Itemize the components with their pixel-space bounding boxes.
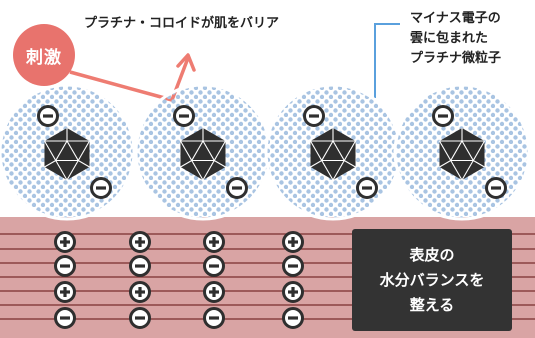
minus-icon [282, 255, 304, 277]
plus-icon [282, 231, 304, 253]
icosahedron-icon [180, 128, 226, 181]
stimulus-label: 刺激 [26, 47, 62, 68]
balance-line-3: 整える [409, 295, 455, 314]
minus-icon [203, 255, 225, 277]
particles [0, 83, 531, 221]
charge-column [54, 231, 76, 329]
plus-icon [129, 231, 151, 253]
icosahedron-icon [310, 128, 356, 181]
minus-icon [90, 177, 112, 199]
cloud-note: マイナス電子の 雲に包まれた プラチナ微粒子 [410, 9, 501, 69]
plus-icon [282, 281, 304, 303]
minus-icon [303, 105, 325, 127]
minus-icon [226, 177, 248, 199]
barrier-caption: プラチナ・コロイドが肌をバリア [84, 16, 280, 31]
minus-icon [54, 255, 76, 277]
balance-callout: 表皮の 水分バランスを 整える [352, 229, 512, 331]
minus-icon [129, 307, 151, 329]
cloud-note-line-1: マイナス電子の [410, 11, 501, 26]
charge-column [129, 231, 151, 329]
cloud-note-line-2: 雲に包まれた [410, 31, 489, 46]
plus-icon [129, 281, 151, 303]
balance-line-1: 表皮の [409, 245, 455, 264]
skin-charges [54, 231, 304, 329]
minus-icon [485, 177, 507, 199]
plus-icon [54, 231, 76, 253]
cloud-note-line-3: プラチナ微粒子 [410, 51, 502, 66]
icosahedron-icon [439, 128, 485, 181]
icosahedron-icon [44, 128, 90, 181]
particle-2 [134, 83, 272, 221]
particle-1 [0, 83, 136, 221]
minus-icon [356, 177, 378, 199]
charge-column [203, 231, 225, 329]
plus-icon [54, 281, 76, 303]
callout-line [374, 23, 400, 98]
charge-column [282, 231, 304, 329]
particle-4 [393, 83, 531, 221]
minus-icon [282, 307, 304, 329]
minus-icon [173, 105, 195, 127]
minus-icon [37, 105, 59, 127]
plus-icon [203, 231, 225, 253]
minus-icon [203, 307, 225, 329]
balance-line-2: 水分バランスを [379, 270, 485, 289]
particle-3 [264, 83, 402, 221]
minus-icon [129, 255, 151, 277]
plus-icon [203, 281, 225, 303]
minus-icon [432, 105, 454, 127]
minus-icon [54, 307, 76, 329]
stimulus-badge: 刺激 [13, 24, 75, 86]
